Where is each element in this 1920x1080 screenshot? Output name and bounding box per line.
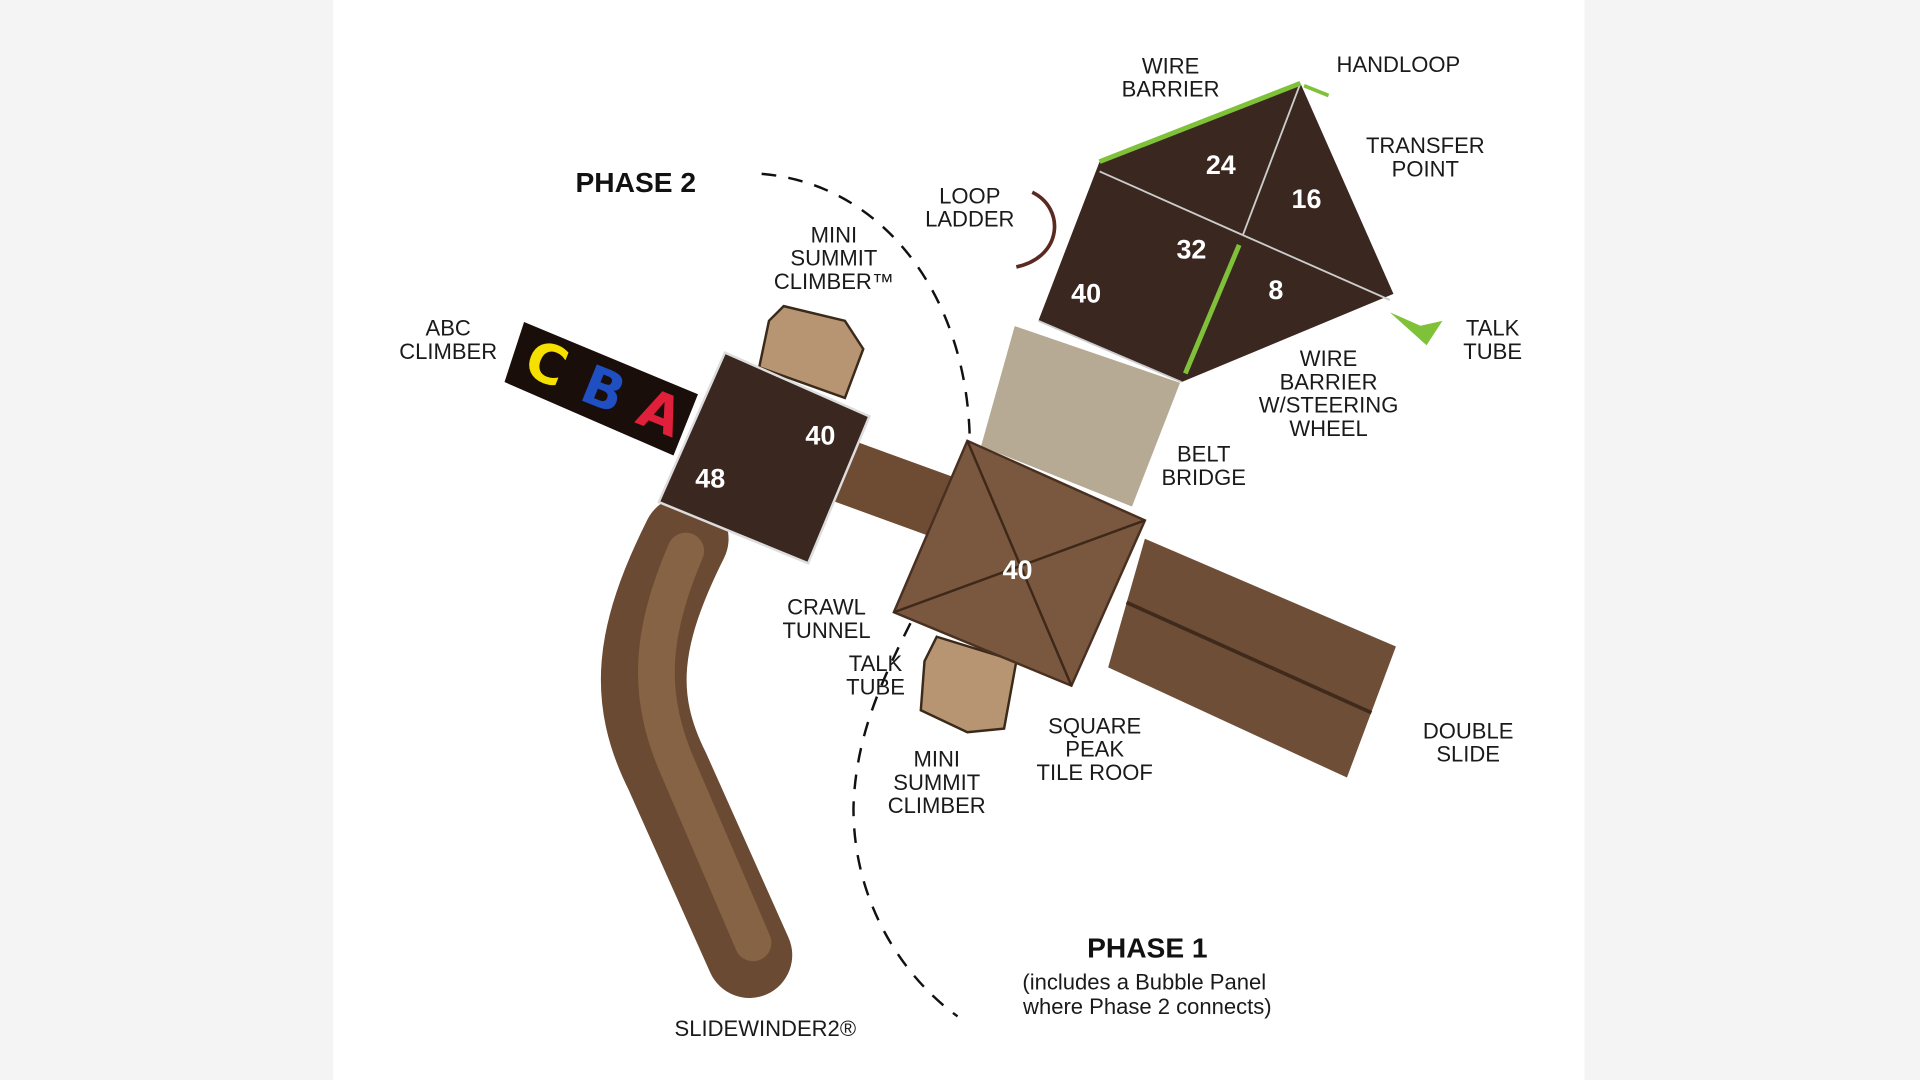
wire-barrier-steering — [1183, 243, 1242, 375]
deck-height-40-cube: 40 — [805, 420, 835, 450]
deck-cube — [657, 351, 871, 565]
belt-bridge — [978, 322, 1184, 510]
slidewinder-highlight — [638, 532, 772, 962]
deck-height-16: 16 — [1292, 184, 1322, 214]
deck-height-24: 24 — [1206, 150, 1236, 180]
deck-height-8: 8 — [1268, 275, 1283, 305]
deck-height-40-roof: 40 — [1003, 555, 1033, 585]
square-peak-roof — [892, 439, 1147, 688]
phase-1-title: PHASE 1 — [1087, 933, 1208, 964]
phase-1-note: (includes a Bubble Panel where Phase 2 c… — [1022, 969, 1272, 1018]
label-slidewinder: SLIDEWINDER2® — [675, 1016, 857, 1041]
loop-ladder-icon — [1015, 190, 1057, 269]
deck-height-32: 32 — [1176, 234, 1206, 264]
label-handloop: HANDLOOP — [1337, 52, 1461, 77]
wire-barrier-top — [1098, 80, 1302, 164]
deck-height-48: 48 — [695, 463, 725, 493]
handloop-icon — [1303, 84, 1330, 98]
phase-2-title: PHASE 2 — [576, 167, 697, 198]
talk-tube-right-icon — [1389, 312, 1443, 346]
deck-height-40-pentagon: 40 — [1071, 278, 1101, 308]
mini-summit-climber-top — [757, 304, 865, 400]
double-slide-divider — [1125, 600, 1373, 715]
abc-climber: C B A — [504, 322, 698, 456]
pentagon-deck — [1038, 80, 1394, 383]
